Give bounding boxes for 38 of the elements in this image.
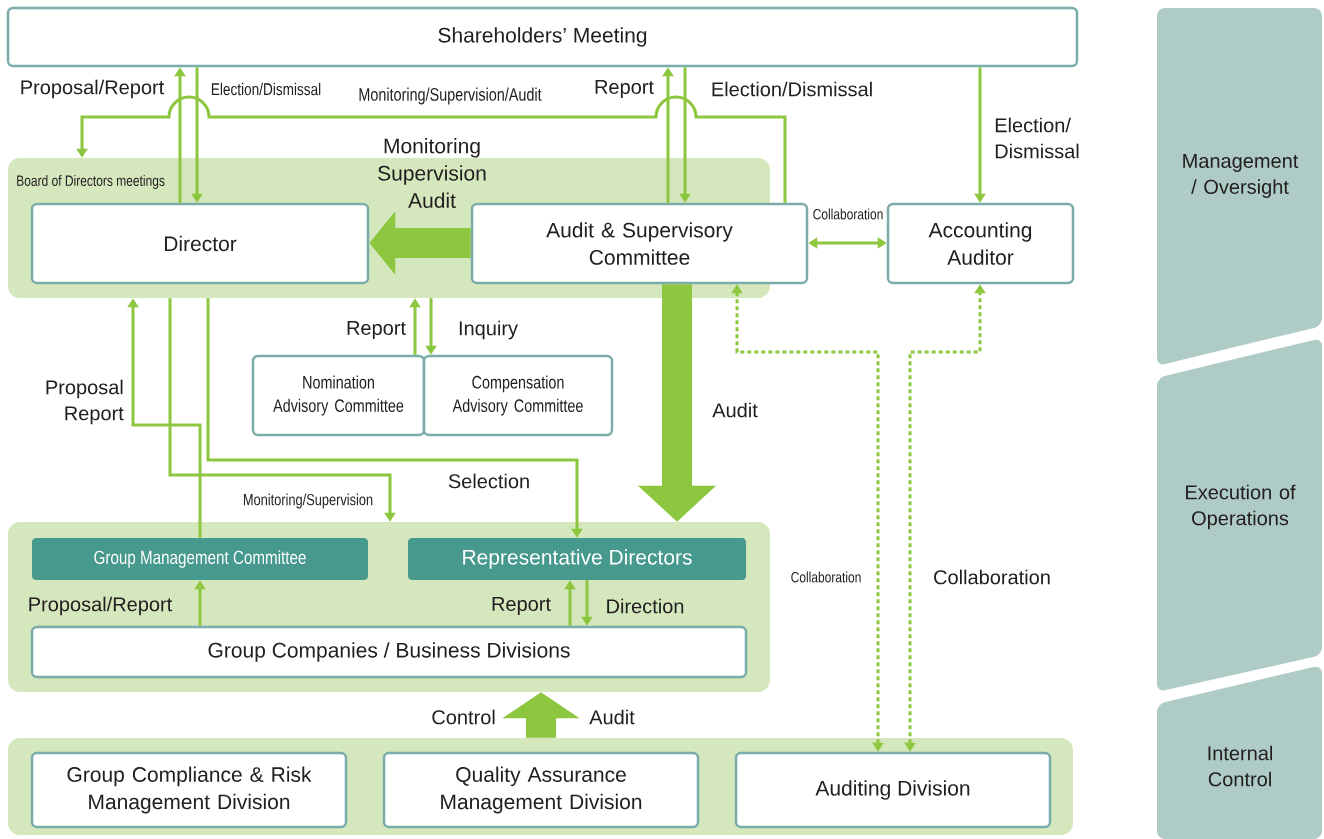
edge-label: Election/Dismissal	[211, 82, 321, 96]
edge-label: Report	[347, 321, 406, 339]
edge-label: Collaboration	[791, 571, 861, 583]
edge-label: Monitoring/Supervision/Audit	[359, 87, 542, 105]
auditor-box: Accounting Auditor	[886, 202, 1075, 285]
committee-box: Nomination Advisory Committee	[251, 354, 426, 437]
edge-label: Collaboration	[813, 208, 883, 220]
division-box: Group Compliance & Risk Management Division	[30, 751, 348, 829]
role-box: Director	[30, 202, 370, 285]
division-box: Group Companies / Business Divisions	[30, 625, 748, 679]
edge-label: Election/ Dismissal	[995, 117, 1079, 159]
committee-box: Audit & Supervisory Committee	[470, 202, 809, 285]
node-label: Execution of Operations	[1186, 484, 1296, 530]
tier-band: Internal Control	[1157, 666, 1322, 839]
tier-band: Execution of Operations	[1157, 339, 1322, 691]
arrow-label: Audit	[589, 709, 635, 725]
tier-band: Management / Oversight	[1157, 8, 1322, 365]
role-box: Representative Directors	[408, 538, 746, 580]
edge-label: Report	[595, 80, 654, 98]
edge-label: Proposal/Report	[21, 79, 165, 99]
edge-label: Report	[492, 597, 551, 615]
edge-label: Direction	[607, 598, 684, 614]
node-label: Management / Oversight	[1183, 154, 1299, 198]
division-box: Quality Assurance Management Division	[382, 751, 700, 829]
committee-box: Compensation Advisory Committee	[422, 354, 614, 437]
edge-label: Proposal Report	[46, 379, 124, 425]
node-label: Internal Control	[1208, 745, 1273, 787]
meeting-box: Shareholders’ Meeting	[6, 6, 1079, 68]
edge-label: Proposal/Report	[29, 596, 173, 616]
edge-label: Collaboration	[934, 569, 1050, 585]
committee-box: Group Management Committee	[32, 538, 368, 580]
edge-label: Election/Dismissal	[712, 81, 872, 97]
edge-label: Control	[432, 709, 495, 725]
edge-label: Audit	[712, 402, 758, 418]
division-box: Auditing Division	[734, 751, 1052, 829]
edge-label: Monitoring/Supervision	[243, 493, 373, 509]
edge-label: Inquiry	[459, 320, 518, 340]
edge-label: Selection	[448, 473, 529, 489]
